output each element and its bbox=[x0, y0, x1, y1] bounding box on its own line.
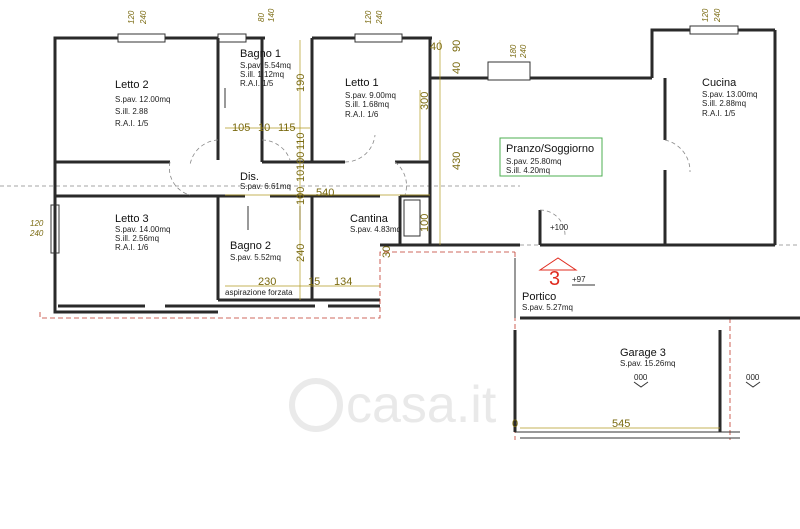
watermark: casa.it bbox=[289, 376, 497, 434]
svg-text:110: 110 bbox=[295, 132, 307, 150]
svg-text:105: 105 bbox=[232, 122, 250, 134]
room-spav: S.pav. 13.00mq bbox=[702, 90, 757, 99]
svg-text:190: 190 bbox=[295, 74, 307, 92]
svg-text:140: 140 bbox=[267, 8, 276, 22]
room-name: Pranzo/Soggiorno bbox=[506, 143, 594, 155]
room-name: Cucina bbox=[702, 77, 737, 89]
level-entrance: +100 bbox=[550, 223, 569, 232]
room-spav: S.pav. 4.83mq bbox=[350, 225, 401, 234]
room-sill: S.ill. 2.88 bbox=[115, 107, 148, 116]
room-letto2: Letto 2 S.pav. 12.00mq S.ill. 2.88 R.A.I… bbox=[115, 79, 170, 128]
window-marks bbox=[50, 25, 739, 254]
unit-number: 3 bbox=[549, 268, 560, 290]
svg-text:10: 10 bbox=[258, 122, 270, 134]
svg-text:240: 240 bbox=[375, 10, 384, 25]
room-spav: S.pav. 5.27mq bbox=[522, 303, 573, 312]
room-name: Bagno 2 bbox=[230, 240, 271, 252]
room-rai: R.A.I. 1/6 bbox=[115, 243, 149, 252]
room-cantina: Cantina S.pav. 4.83mq bbox=[350, 213, 401, 234]
room-name: Portico bbox=[522, 291, 556, 303]
room-sill: S.ill. 1.68mq bbox=[345, 100, 389, 109]
svg-text:240: 240 bbox=[139, 10, 148, 25]
room-spav: S.pav. 15.26mq bbox=[620, 359, 675, 368]
room-rai: R.A.I. 1/5 bbox=[240, 79, 274, 88]
room-name: Bagno 1 bbox=[240, 48, 281, 60]
room-spav: S.pav. 12.00mq bbox=[115, 95, 170, 104]
dimension-lines bbox=[225, 40, 720, 429]
svg-text:100: 100 bbox=[295, 152, 307, 170]
room-name: Letto 3 bbox=[115, 213, 149, 225]
svg-text:120: 120 bbox=[364, 10, 373, 24]
room-bagno1: Bagno 1 S.pav. 5.54mq S.ill. 1.12mq R.A.… bbox=[240, 48, 291, 88]
level-portico: +97 bbox=[572, 275, 586, 284]
room-pranzo: Pranzo/Soggiorno S.pav. 25.80mq S.ill. 4… bbox=[499, 137, 603, 177]
svg-text:30: 30 bbox=[381, 246, 393, 258]
room-bagno2: Bagno 2 S.pav. 5.52mq bbox=[230, 240, 281, 262]
room-sill: S.ill. 1.12mq bbox=[240, 70, 284, 79]
svg-text:10: 10 bbox=[295, 170, 307, 182]
svg-text:80: 80 bbox=[257, 13, 266, 22]
room-sill: S.ill. 2.88mq bbox=[702, 99, 746, 108]
room-letto1: Letto 1 S.pav. 9.00mq S.ill. 1.68mq R.A.… bbox=[345, 77, 396, 119]
svg-text:430: 430 bbox=[451, 152, 463, 170]
room-rai: R.A.I. 1/5 bbox=[702, 109, 736, 118]
room-letto3: Letto 3 S.pav. 14.00mq S.ill. 2.56mq R.A… bbox=[115, 213, 170, 252]
level-000-left: 000 bbox=[634, 373, 648, 382]
room-dis: Dis. S.pav. 6.61mq bbox=[240, 171, 291, 191]
svg-text:120: 120 bbox=[127, 10, 136, 24]
lower-walls bbox=[58, 258, 800, 439]
room-rai: R.A.I. 1/6 bbox=[345, 110, 379, 119]
svg-text:180: 180 bbox=[509, 44, 518, 58]
svg-text:0: 0 bbox=[512, 418, 518, 430]
door-swings bbox=[169, 134, 691, 236]
room-sill: S.ill. 2.56mq bbox=[115, 234, 159, 243]
svg-text:15: 15 bbox=[308, 276, 320, 288]
svg-text:240: 240 bbox=[29, 229, 44, 238]
room-spav: S.pav. 6.61mq bbox=[240, 182, 291, 191]
svg-text:120: 120 bbox=[701, 8, 710, 22]
svg-text:240: 240 bbox=[519, 44, 528, 59]
watermark-text: casa.it bbox=[346, 376, 497, 434]
window-dimension-texts: 120 240 80 140 120 240 180 240 120 240 1… bbox=[29, 8, 722, 238]
room-name: Letto 1 bbox=[345, 77, 379, 89]
room-portico: Portico S.pav. 5.27mq bbox=[522, 291, 573, 312]
room-name: Garage 3 bbox=[620, 347, 666, 359]
svg-text:100: 100 bbox=[419, 214, 431, 232]
room-spav: S.pav. 5.52mq bbox=[230, 253, 281, 262]
level-000-right: 000 bbox=[746, 373, 760, 382]
annotations: 3 +100 +97 aspirazione forzata 000 000 bbox=[225, 223, 761, 388]
room-name: Cantina bbox=[350, 213, 389, 225]
house-walls bbox=[53, 28, 777, 314]
svg-text:540: 540 bbox=[316, 187, 334, 199]
svg-text:240: 240 bbox=[295, 244, 307, 262]
room-spav: S.pav. 5.54mq bbox=[240, 61, 291, 70]
room-name: Letto 2 bbox=[115, 79, 149, 91]
svg-text:40: 40 bbox=[451, 62, 463, 74]
dimension-texts: 105 10 115 540 230 15 134 545 40 0 190 1… bbox=[232, 40, 630, 430]
room-garage: Garage 3 S.pav. 15.26mq bbox=[620, 347, 675, 368]
room-spav: S.pav. 9.00mq bbox=[345, 91, 396, 100]
svg-text:134: 134 bbox=[334, 276, 352, 288]
aspirazione-label: aspirazione forzata bbox=[225, 288, 293, 297]
svg-text:120: 120 bbox=[30, 219, 44, 228]
room-spav: S.pav. 14.00mq bbox=[115, 225, 170, 234]
svg-text:40: 40 bbox=[430, 41, 442, 53]
svg-text:90: 90 bbox=[451, 40, 463, 52]
svg-text:100: 100 bbox=[295, 187, 307, 205]
room-sill: S.ill. 4.20mq bbox=[506, 166, 550, 175]
svg-text:545: 545 bbox=[612, 418, 630, 430]
room-cucina: Cucina S.pav. 13.00mq S.ill. 2.88mq R.A.… bbox=[702, 77, 757, 118]
room-rai: R.A.I. 1/5 bbox=[115, 119, 149, 128]
room-name: Dis. bbox=[240, 171, 259, 183]
svg-text:230: 230 bbox=[258, 276, 276, 288]
room-spav: S.pav. 25.80mq bbox=[506, 157, 561, 166]
svg-text:115: 115 bbox=[278, 122, 296, 134]
svg-text:300: 300 bbox=[419, 92, 431, 110]
svg-text:240: 240 bbox=[713, 8, 722, 23]
